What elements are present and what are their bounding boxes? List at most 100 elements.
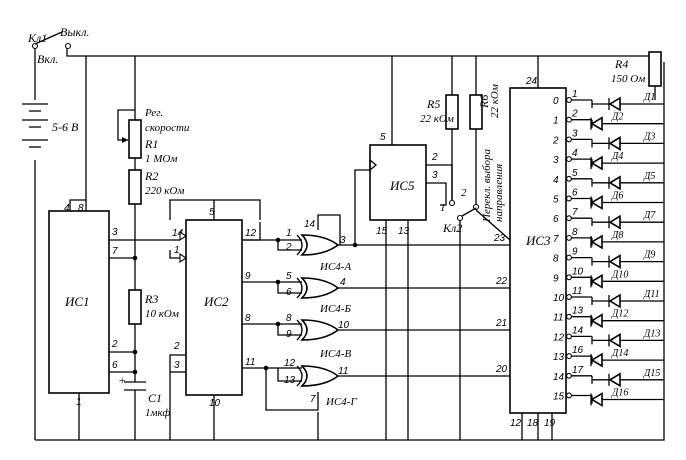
led-label: Д12 (611, 309, 628, 320)
led-label: Д8 (611, 230, 623, 241)
ic4-pin-4: 4 (340, 277, 346, 288)
ic5-pin-2: 2 (431, 152, 438, 163)
ic5-pin-15: 15 (376, 226, 388, 237)
ic3-pin-18: 18 (527, 418, 539, 429)
led-label: Д10 (611, 269, 628, 280)
ic1-pin-3: 3 (112, 227, 118, 238)
led-7: Д7 (591, 210, 664, 230)
xor-gate-a (296, 234, 340, 256)
ic2-pin-9: 9 (245, 271, 251, 282)
ic4-gate-a-label: ИС4-А (319, 261, 351, 273)
ic3-pin-22: 22 (495, 276, 508, 287)
ic3-output-pin: 7 (572, 207, 578, 218)
r1-name: R1 (144, 137, 158, 151)
led-label: Д4 (611, 151, 623, 162)
c1-value: 1мкф (145, 407, 170, 419)
direction-select: R5 22 кОм R6 22 кОм 1 2 Кл2 Перекл. выбо… (420, 56, 511, 440)
led-11: Д11 (591, 289, 664, 309)
ic3-output-pad (566, 116, 572, 123)
led-body (590, 195, 603, 210)
ic4-gates: 1 2 3 14 5 6 4 8 9 10 12 13 11 7 ИС4-А И… (265, 169, 510, 440)
r1-value: 1 МОм (145, 153, 177, 165)
r4-value: 150 Ом (611, 73, 645, 85)
ic2-pin-11: 11 (245, 357, 255, 368)
led-label: Д7 (643, 210, 656, 221)
led-16: Д16 (590, 388, 664, 407)
ic2: ИС2 5 14 1 12 9 8 11 2 3 10 (169, 199, 290, 440)
ic4-pin-12: 12 (284, 358, 296, 369)
led-label: Д5 (643, 171, 655, 182)
ic3-output-pad (566, 353, 572, 360)
ic3-pin-24: 24 (525, 76, 538, 87)
ic3-pin-12: 12 (510, 418, 522, 429)
led-body (608, 254, 621, 270)
ic3-output-label: 3 (553, 155, 559, 166)
ic1-pin-2: 2 (111, 339, 118, 350)
ic3-output-label: 14 (553, 372, 565, 383)
ic3-output-pad (566, 234, 572, 241)
ic5-pin-3: 3 (432, 170, 438, 181)
led-1: Д1 (591, 92, 664, 112)
ic3-output-pad (566, 254, 572, 261)
led-body (590, 116, 603, 132)
ic3-output-pin: 4 (572, 148, 578, 159)
ic1-pin-6: 6 (112, 360, 118, 371)
ic3-output-pad (566, 333, 572, 340)
power-rails (34, 48, 665, 441)
ic4-pin-3: 3 (340, 235, 346, 246)
ic3-output-pad (566, 313, 572, 320)
ic4-pin-8: 8 (286, 313, 292, 324)
ic2-pin-3: 3 (174, 360, 180, 371)
led-12: Д12 (590, 309, 664, 329)
ic3-output-label: 2 (552, 135, 559, 146)
ic4-pin-10: 10 (338, 320, 350, 331)
switch-kl2-note-1: Перекл. выбора (481, 149, 493, 223)
ic1-name: ИС1 (64, 294, 90, 309)
r4-name: R4 (614, 57, 628, 71)
led-body (590, 273, 603, 289)
ic4-pin-13: 13 (284, 375, 296, 386)
led-body (608, 96, 621, 112)
ic2-pin-2: 2 (173, 341, 180, 352)
ic1: ИС1 4 8 3 7 2 6 1 (48, 56, 170, 440)
ic3-output-pad (566, 274, 572, 281)
ic3-output-pin: 9 (572, 247, 578, 258)
r4-resistor: R4 150 Ом (611, 51, 662, 100)
led-label: Д15 (643, 368, 660, 379)
ic4-pin-9: 9 (286, 329, 292, 340)
r1-note-1: Рег. (144, 107, 163, 119)
ic4-pin-11: 11 (338, 366, 348, 377)
led-2: Д2 (590, 112, 664, 132)
led-15: Д15 (591, 368, 664, 388)
led-body (590, 392, 603, 407)
led-body (608, 214, 621, 230)
switch-kl2-name: Кл2 (442, 221, 462, 235)
ic3-output-pin: 11 (572, 286, 582, 297)
ic3-output-label: 8 (553, 254, 559, 265)
switch-kl2-pos2: 2 (461, 187, 467, 199)
ic3-output-pin: 13 (572, 306, 584, 317)
ic1-pin-4: 4 (64, 203, 70, 214)
ic3-output-pad (566, 195, 572, 202)
ic3-output-label: 15 (553, 392, 565, 403)
r5-value: 22 кОм (420, 113, 454, 125)
led-body (608, 332, 621, 348)
ic3-output-label: 6 (553, 214, 559, 225)
led-label: Д3 (643, 131, 655, 142)
ic5-name: ИС5 (389, 178, 415, 193)
led-body (590, 352, 603, 368)
led-label: Д1 (643, 92, 655, 103)
led-label: Д9 (643, 250, 655, 261)
ic3-output-pad (566, 136, 572, 143)
ic5-pin-13: 13 (398, 226, 410, 237)
ic3-output-pin: 2 (571, 109, 578, 120)
ic2-pin-14: 14 (172, 228, 184, 239)
led-4: Д4 (590, 151, 664, 171)
switch-kl1: Кл1 Выкл. Вкл. (27, 25, 90, 66)
ic4-pin-7: 7 (310, 394, 316, 405)
ic3-output-pad (566, 156, 572, 163)
ic3-output-pad (566, 215, 572, 222)
led-3: Д3 (591, 131, 664, 151)
